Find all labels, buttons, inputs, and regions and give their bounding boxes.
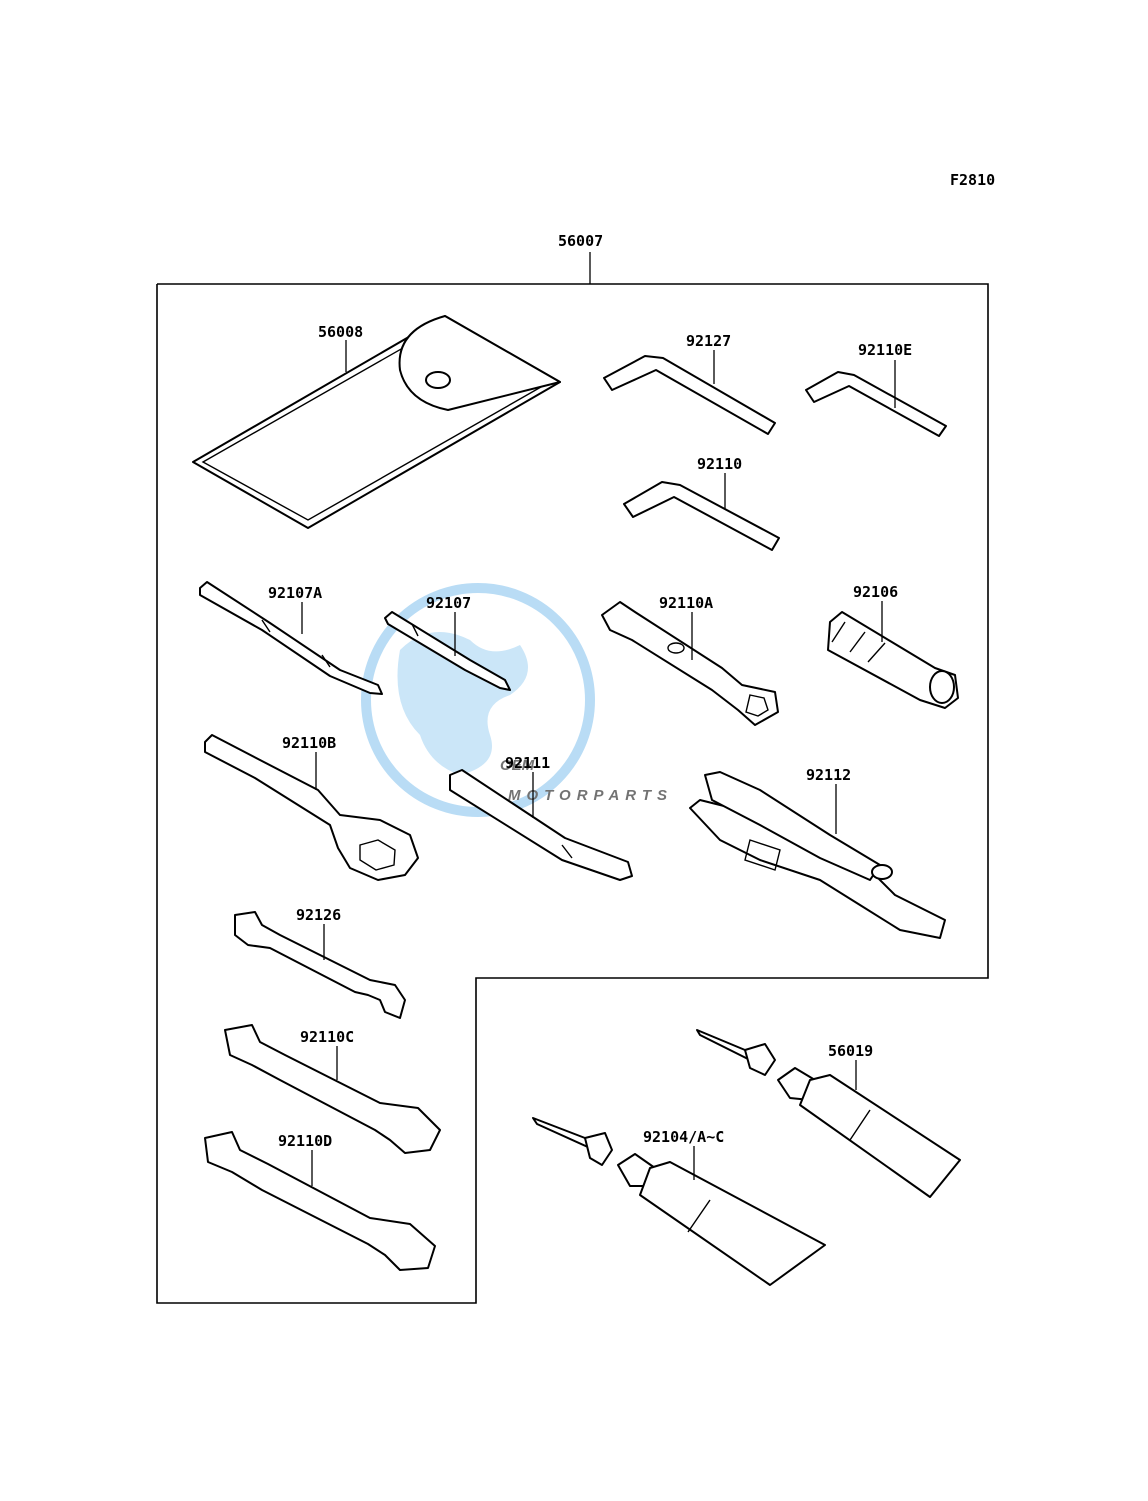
label-92110E: 92110E (858, 341, 912, 359)
wrench-92110D (204, 1131, 436, 1271)
assembly-label: 56007 (558, 232, 603, 250)
label-92111: 92111 (505, 754, 550, 772)
label-92107: 92107 (426, 594, 471, 612)
wrench-92110C (224, 1024, 441, 1154)
label-92110A: 92110A (659, 594, 713, 612)
hex-key-92110 (623, 481, 780, 551)
label-92107A: 92107A (268, 584, 322, 602)
bar-92111 (449, 769, 633, 881)
tool-pouch (192, 315, 561, 529)
pliers-92112 (689, 771, 946, 939)
figure-code: F2810 (950, 171, 995, 189)
tube-56019 (696, 1029, 961, 1198)
watermark-sub: MOTORPARTS (508, 787, 673, 804)
screwdriver-92107 (384, 611, 511, 691)
hex-key-92110E (805, 371, 947, 437)
assembly-frame (156, 283, 989, 1304)
label-92106: 92106 (853, 583, 898, 601)
ring-wrench-92110B (204, 734, 419, 881)
label-56019: 56019 (828, 1042, 873, 1060)
box-wrench-92110A (601, 601, 779, 726)
watermark-brand: OEM (500, 757, 535, 774)
label-92110: 92110 (697, 455, 742, 473)
wrench-92126 (234, 911, 406, 1019)
label-56008: 56008 (318, 323, 363, 341)
label-92110D: 92110D (278, 1132, 332, 1150)
watermark-continents (397, 632, 528, 775)
label-92110C: 92110C (300, 1028, 354, 1046)
screwdriver-92107A (199, 581, 383, 695)
hex-key-92127 (603, 355, 776, 435)
label-92112: 92112 (806, 766, 851, 784)
label-92127: 92127 (686, 332, 731, 350)
tube-92104 (532, 1117, 826, 1286)
grip-92106 (827, 611, 959, 709)
label-92110B: 92110B (282, 734, 336, 752)
label-92104: 92104/A~C (643, 1128, 724, 1146)
label-92126: 92126 (296, 906, 341, 924)
